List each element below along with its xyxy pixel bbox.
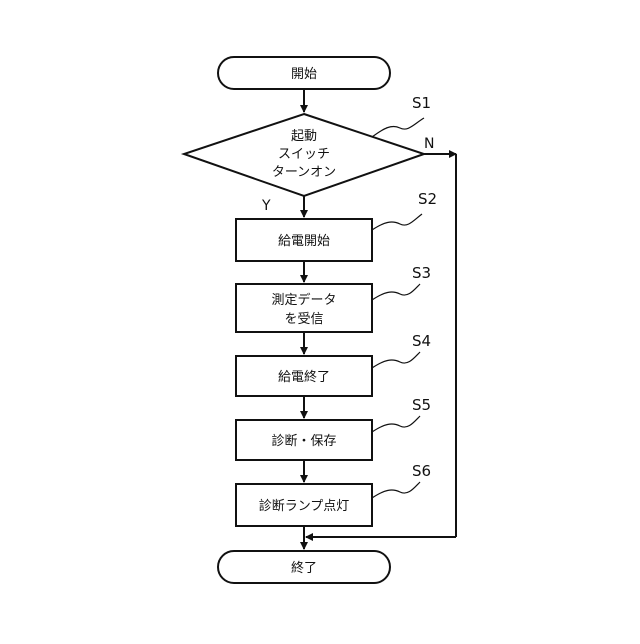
step-label-s5: S5 [412, 396, 431, 414]
step-label-s2: S2 [418, 190, 437, 208]
step-label-s1: S1 [412, 94, 431, 112]
decision-line-3: ターンオン [272, 165, 336, 180]
step-leader-s5 [372, 416, 420, 432]
decision-line-1: 起動 [291, 129, 317, 144]
step-label-s6: S6 [412, 462, 431, 480]
step-label-s3: S3 [412, 264, 431, 282]
process-box-s6: 診断ランプ点灯 [236, 484, 372, 526]
step-leader-s4 [372, 352, 420, 368]
process-s4-label: 給電終了 [278, 369, 330, 385]
step-leader-s2 [372, 214, 422, 230]
process-s2-label: 給電開始 [278, 234, 330, 249]
start-terminal: 開始 [218, 57, 390, 89]
end-label: 終了 [291, 560, 317, 576]
no-label: N [424, 136, 434, 152]
end-terminal: 終了 [218, 551, 390, 583]
step-leader-s3 [372, 284, 420, 300]
process-box-s5: 診断・保存 [236, 420, 372, 460]
process-s5-label: 診断・保存 [271, 433, 336, 449]
start-label: 開始 [291, 67, 317, 82]
step-leader-s6 [372, 482, 420, 498]
decision-diamond: 起動 スイッチ ターンオン [184, 114, 424, 196]
process-box-s4: 給電終了 [236, 356, 372, 396]
process-box-s3: 測定データ を受信 [236, 284, 372, 332]
process-s3-line-1: 測定データ [271, 292, 336, 308]
process-s3-line-2: を受信 [284, 312, 323, 327]
yes-label: Y [261, 198, 271, 214]
process-box-s2: 給電開始 [236, 219, 372, 261]
step-label-s4: S4 [412, 332, 431, 350]
decision-line-2: スイッチ [278, 147, 330, 162]
process-s6-label: 診断ランプ点灯 [259, 498, 350, 514]
step-leader-s1 [372, 118, 424, 137]
